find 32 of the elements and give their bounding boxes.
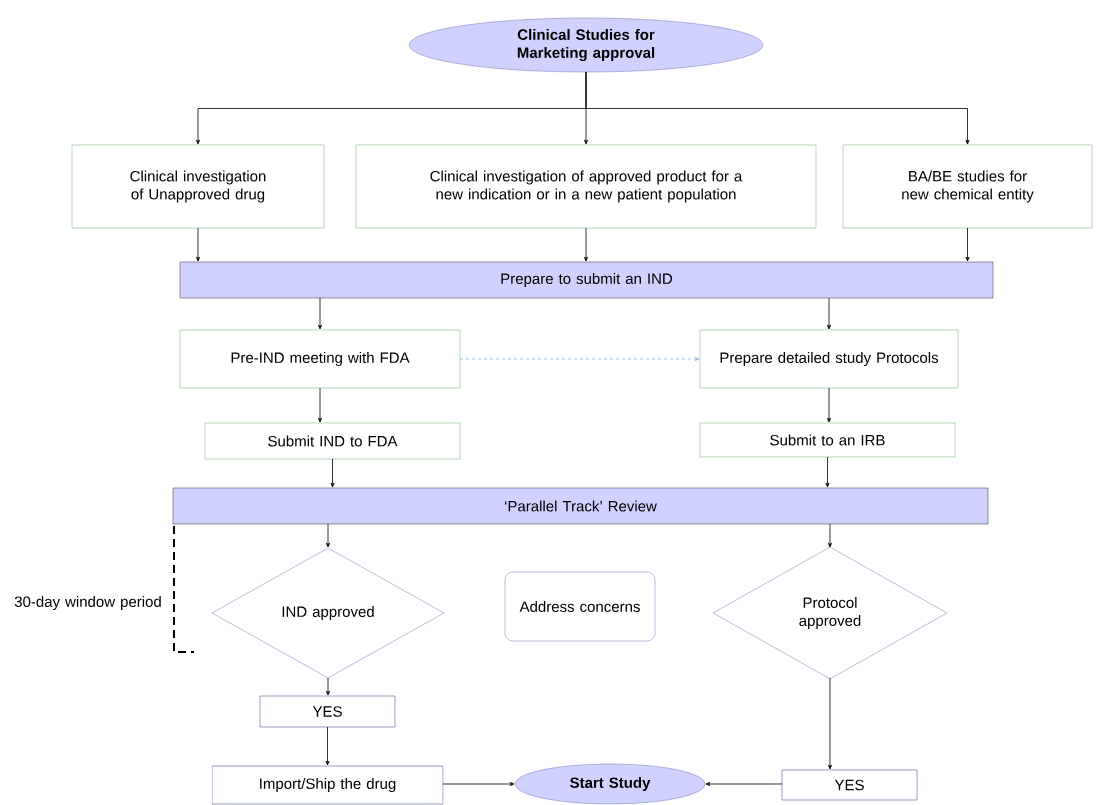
arrow [585,71,970,145]
arrow [442,782,515,786]
process-box: Clinical investigation of approved product for a new indication or in a new patient population [355,144,817,229]
process-box: Submit to an IRB [699,422,956,458]
arrow [827,387,831,423]
arrow [828,677,832,770]
arrow [196,227,200,262]
arrow [827,297,831,330]
stage-bar: ‘Parallel Track’ Review [172,487,989,525]
arrow [318,297,322,330]
arrow [326,677,330,696]
process-box: Submit IND to FDA [204,422,461,460]
arrow [326,523,330,548]
arrow [330,458,335,488]
arrow [318,387,322,423]
process-box: BA/BE studies for new chemical entity [842,144,1093,229]
stage-bar: Prepare to submit an IND [179,261,994,299]
process-box: YES [259,695,396,728]
arrow [825,456,830,488]
rounded-box: Address concerns [504,571,656,642]
process-box: Clinical investigation of Unapproved drug [71,144,325,229]
process-box: YES [781,769,918,801]
arrow [459,357,700,361]
arrow [705,782,783,786]
label-text: 30-day window period [14,596,161,610]
arrow [828,523,832,548]
arrow [584,227,588,262]
arrow [325,726,330,766]
process-box: Import/Ship the drug [211,765,444,805]
process-box: Prepare detailed study Protocols [699,329,959,389]
arrow [965,227,970,262]
process-box: Pre-IND meeting with FDA [179,329,461,389]
